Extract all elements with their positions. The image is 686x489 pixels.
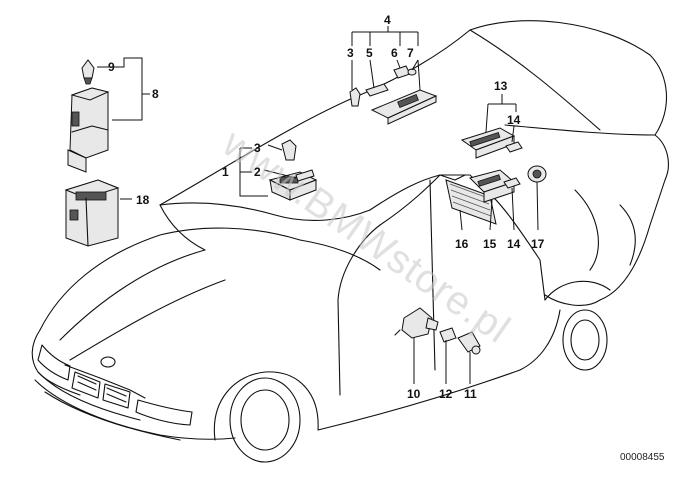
front-interior-light-part [268, 139, 318, 201]
callout-3-front: 3 [254, 141, 261, 155]
callout-3-top: 3 [347, 46, 354, 60]
callout-9: 9 [108, 60, 115, 74]
lens-housing-part [445, 169, 521, 225]
callout-6: 6 [391, 46, 398, 60]
rear-reading-light-part [460, 127, 523, 159]
callout-14-bottom: 14 [507, 237, 521, 251]
callout-15: 15 [483, 237, 497, 251]
cap-part [527, 165, 547, 183]
flashlight-part [67, 59, 110, 173]
callout-11: 11 [464, 387, 477, 401]
car-outline [31, 20, 669, 463]
callout-14-top: 14 [507, 113, 521, 127]
callout-2: 2 [254, 165, 261, 179]
callout-17: 17 [531, 237, 545, 251]
callout-13: 13 [494, 79, 508, 93]
callout-1: 1 [222, 165, 229, 179]
callout-5: 5 [366, 46, 373, 60]
callout-4: 4 [384, 13, 391, 27]
callout-labels: 9 8 18 3 2 1 4 3 5 6 7 13 14 16 15 14 17… [108, 13, 545, 401]
leader-lines [97, 26, 539, 384]
door-light-part [401, 307, 481, 355]
callout-7: 7 [407, 46, 414, 60]
reading-light-part [349, 65, 438, 125]
lamp-housing-part [64, 179, 120, 247]
callout-8: 8 [152, 87, 159, 101]
document-id: 00008455 [620, 452, 665, 463]
callout-18: 18 [136, 193, 150, 207]
callout-10: 10 [407, 387, 421, 401]
callout-16: 16 [455, 237, 469, 251]
watermark: www.BMWstore.pl [214, 121, 518, 352]
callout-12: 12 [439, 387, 453, 401]
